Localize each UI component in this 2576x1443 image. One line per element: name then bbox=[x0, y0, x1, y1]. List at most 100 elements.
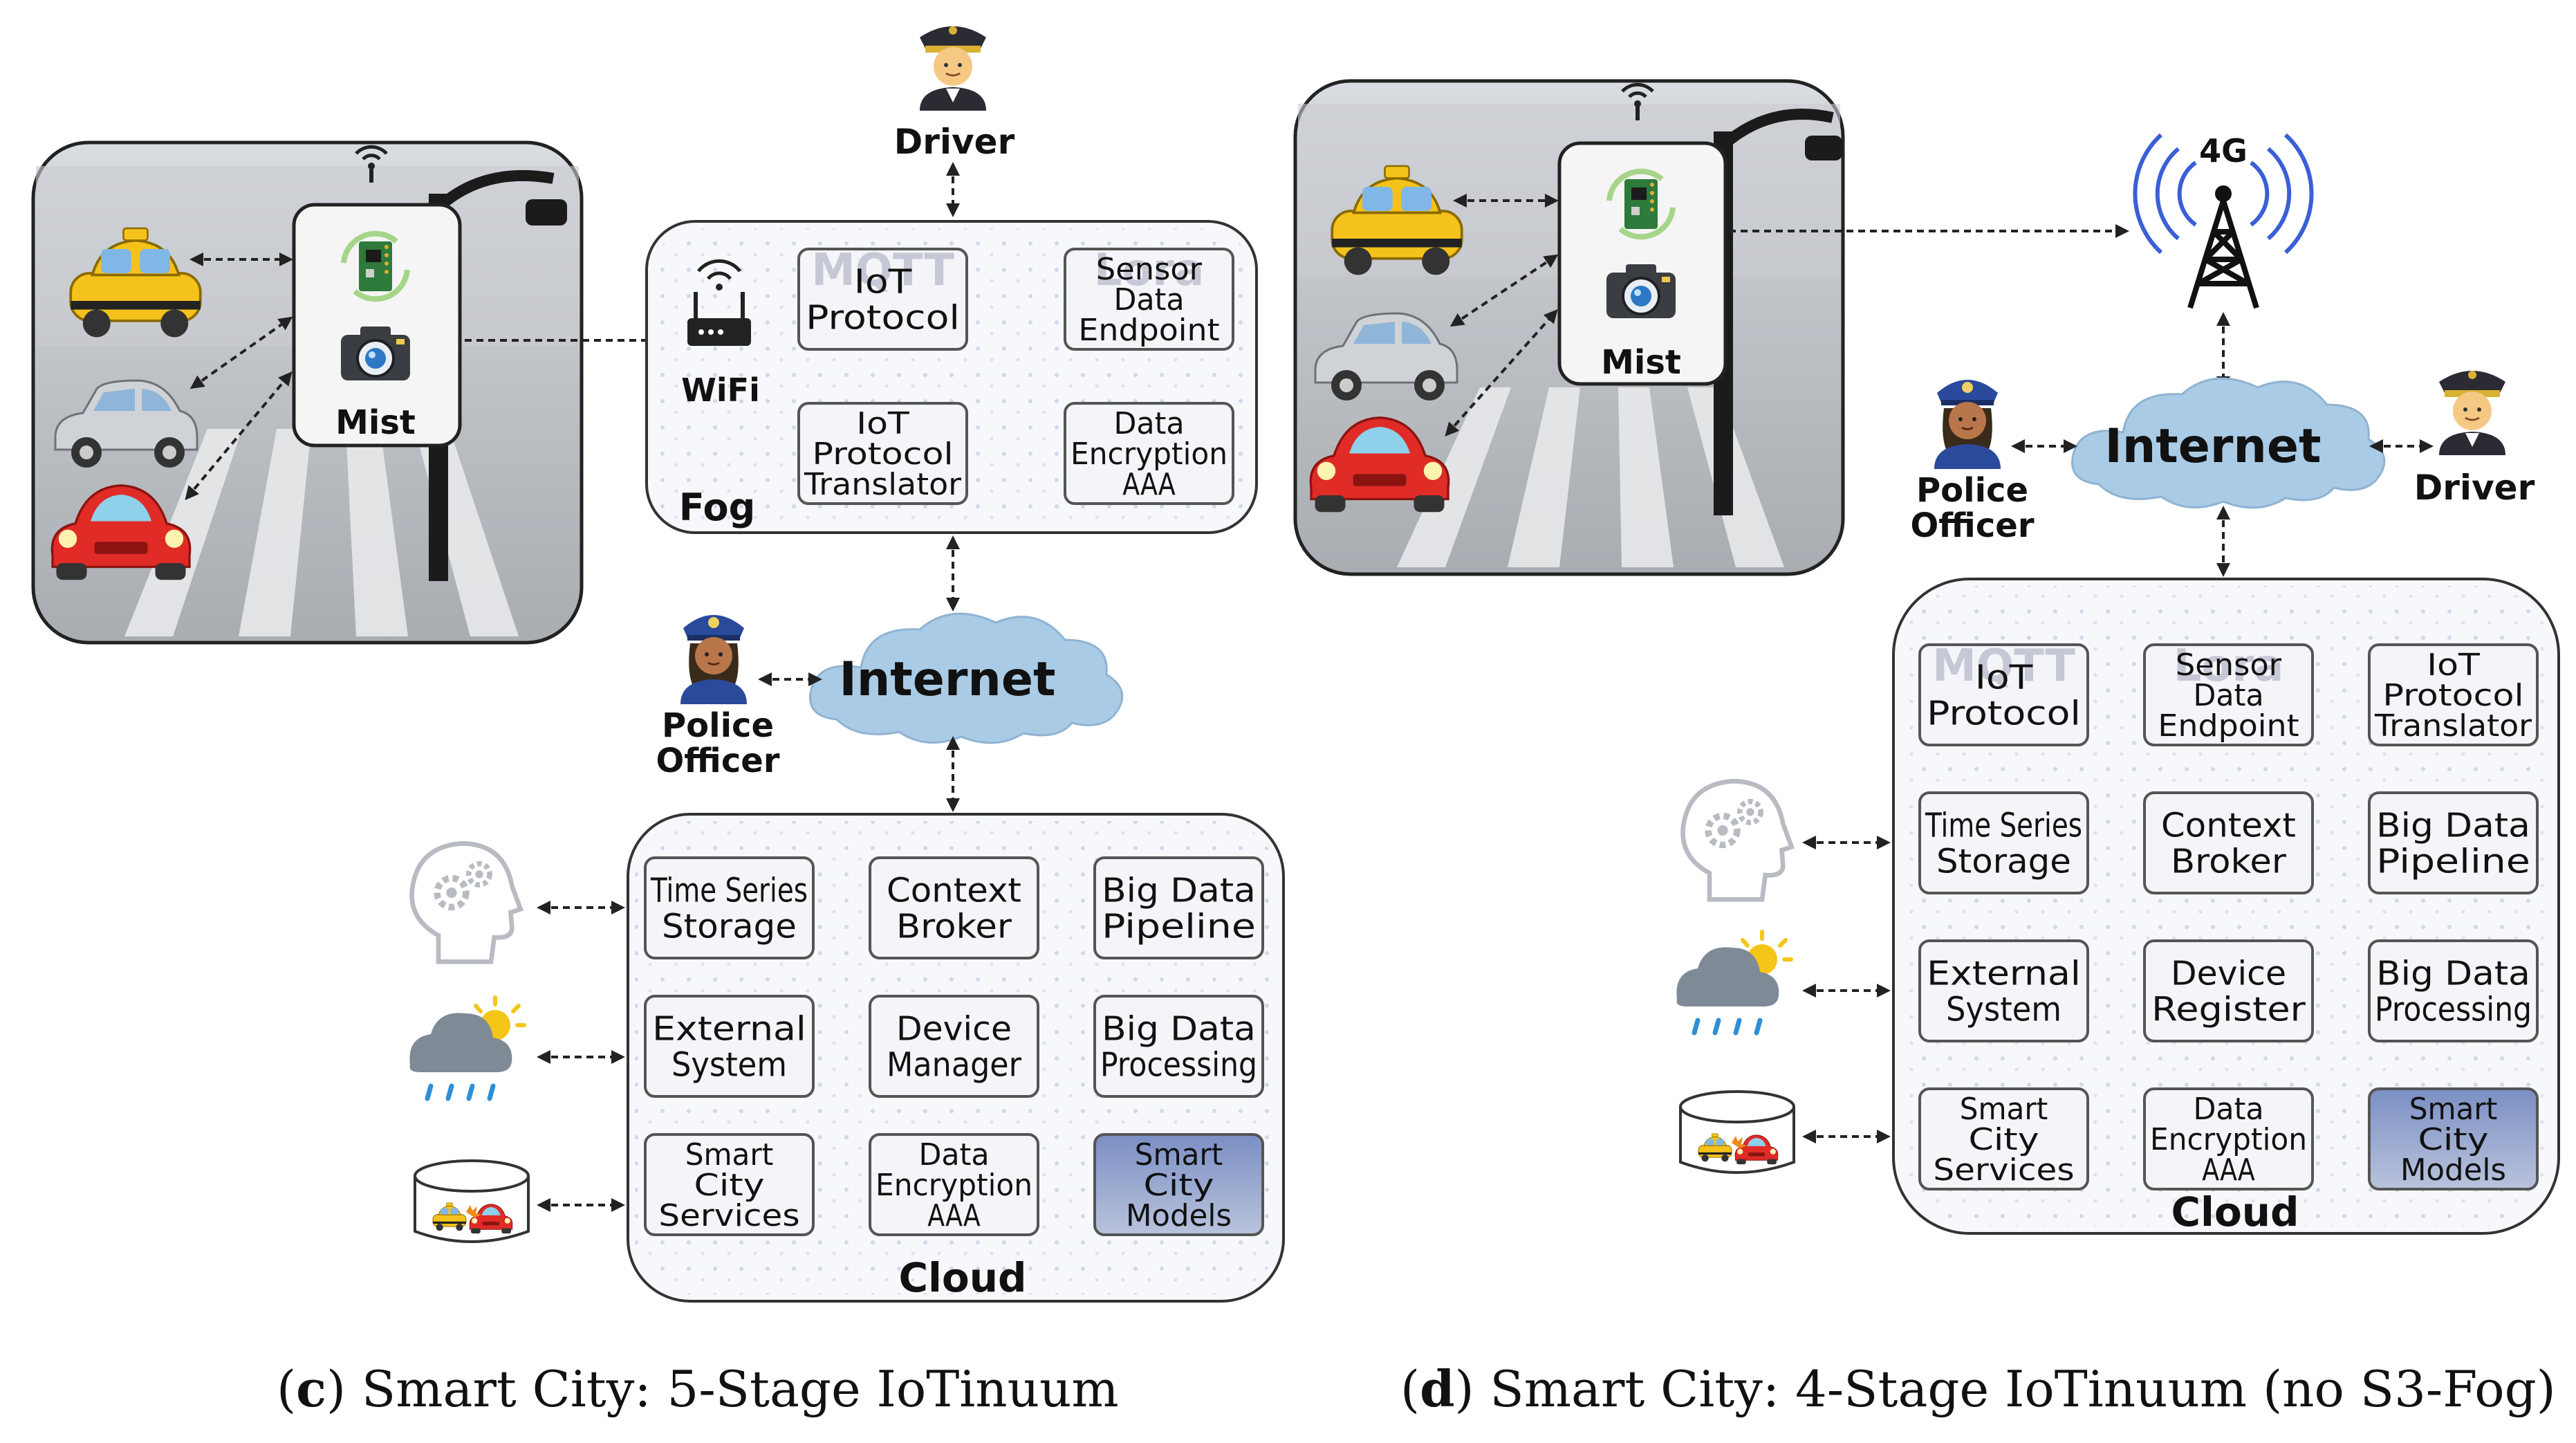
module-label-line: Protocol bbox=[1927, 694, 2081, 733]
car-links-left bbox=[185, 252, 293, 501]
module-label-line: Broker bbox=[896, 907, 1012, 946]
driver-label-right: Driver bbox=[2414, 468, 2535, 508]
module-watermark: Lora bbox=[2174, 641, 2284, 692]
internet-cloud-right: Internet bbox=[2071, 377, 2386, 509]
module-label-line: Data bbox=[2193, 1092, 2263, 1127]
4g-tower-icon bbox=[2133, 133, 2314, 309]
module-label-line: Register bbox=[2151, 990, 2306, 1029]
police-right-line2: Officer bbox=[1910, 506, 2034, 545]
module-label-line: Processing bbox=[2375, 990, 2532, 1029]
police-right-line1: Police bbox=[1916, 471, 2028, 510]
module-label-line: Smart bbox=[685, 1137, 774, 1173]
caption-d: (d) Smart City: 4-Stage IoTinuum (no S3-… bbox=[1400, 1359, 2556, 1418]
module-label-line: Smart bbox=[1960, 1092, 2048, 1127]
fog-label: Fog bbox=[679, 486, 755, 529]
module-label-line: Device bbox=[896, 1009, 1012, 1048]
mist-device-right: Mist bbox=[1557, 84, 1727, 386]
cloud-label-left: Cloud bbox=[898, 1254, 1026, 1301]
police-label-line1: Police bbox=[662, 706, 774, 745]
police-label-line2: Officer bbox=[656, 742, 779, 780]
module-label-line: Time Series bbox=[1925, 806, 2082, 845]
module-label-line: Sensor bbox=[1096, 252, 1203, 287]
cloud-label-right: Cloud bbox=[2171, 1188, 2299, 1235]
driver-icon-right bbox=[2438, 369, 2507, 457]
internet-label-left: Internet bbox=[840, 652, 1056, 707]
module-label-line: Processing bbox=[1100, 1045, 1257, 1084]
caption-d-text: ) Smart City: 4-Stage IoTinuum (no S3-Fo… bbox=[1454, 1360, 2555, 1418]
module-label-line: Data bbox=[1113, 406, 1184, 441]
module-label-line: IoT bbox=[856, 406, 909, 441]
module-label-line: Context bbox=[2161, 806, 2296, 845]
module-watermark: Lora bbox=[1094, 245, 1205, 296]
module-label-line: City bbox=[694, 1168, 764, 1203]
fog-modules: MQTTIoTProtocolLoraSensorDataEndpointIoT… bbox=[797, 245, 1234, 505]
module-label-line: Encryption bbox=[875, 1168, 1032, 1203]
caption-c: (c) Smart City: 5-Stage IoTinuum bbox=[277, 1359, 1119, 1418]
module-label-line: Translator bbox=[804, 467, 962, 502]
module-label-line: Storage bbox=[662, 907, 797, 946]
module-label-line: Models bbox=[2400, 1152, 2506, 1188]
police-officer-icon-right bbox=[1933, 378, 2002, 470]
module-label-line: IoT bbox=[854, 262, 912, 301]
driver-icon bbox=[918, 25, 988, 112]
wifi-router-icon bbox=[687, 259, 751, 346]
module-label-line: Manager bbox=[887, 1045, 1021, 1084]
module-label-line: Big Data bbox=[2376, 806, 2530, 845]
module-label-line: Data bbox=[1113, 282, 1184, 318]
module-label-line: External bbox=[1927, 954, 2081, 993]
module-label-line: External bbox=[652, 1009, 806, 1048]
module-label-line: City bbox=[1968, 1122, 2039, 1157]
module-label-line: AAA bbox=[2202, 1152, 2255, 1188]
weather-icon-right bbox=[1676, 932, 1791, 1033]
module-label-line: Protocol bbox=[2382, 678, 2523, 713]
module-label-line: Smart bbox=[1135, 1137, 1223, 1173]
module-label-line: System bbox=[671, 1045, 787, 1084]
module-label-line: Device bbox=[2171, 954, 2286, 993]
module-label-line: Encryption bbox=[1071, 436, 1227, 472]
module-label-line: Translator bbox=[2374, 708, 2532, 744]
mist-device-left: Mist bbox=[292, 147, 462, 448]
source-links-left bbox=[537, 901, 625, 1212]
module-label-line: City bbox=[2418, 1122, 2488, 1157]
4g-label: 4G bbox=[2199, 132, 2248, 169]
police-officer-icon bbox=[679, 614, 748, 706]
module-label-line: Smart bbox=[2409, 1092, 2498, 1127]
internet-cloud-left: Internet bbox=[809, 612, 1124, 744]
car-links-right bbox=[1445, 194, 1559, 436]
module-label-line: Encryption bbox=[2150, 1122, 2307, 1157]
module-label-line: Pipeline bbox=[1102, 907, 1256, 946]
module-label-line: AAA bbox=[1122, 467, 1176, 502]
driver-label: Driver bbox=[894, 122, 1015, 162]
caption-d-letter: d bbox=[1420, 1359, 1454, 1418]
mist-label: Mist bbox=[335, 403, 416, 442]
module-label-line: Protocol bbox=[806, 298, 960, 337]
module-label-line: City bbox=[1143, 1168, 1214, 1203]
module-label-line: Endpoint bbox=[2158, 708, 2299, 744]
ai-brain-icon bbox=[412, 843, 521, 962]
module-label-line: Big Data bbox=[1102, 1009, 1256, 1048]
module-label-line: Big Data bbox=[2376, 954, 2530, 993]
module-label-line: Big Data bbox=[1102, 871, 1256, 910]
caption-c-letter: c bbox=[296, 1359, 326, 1418]
